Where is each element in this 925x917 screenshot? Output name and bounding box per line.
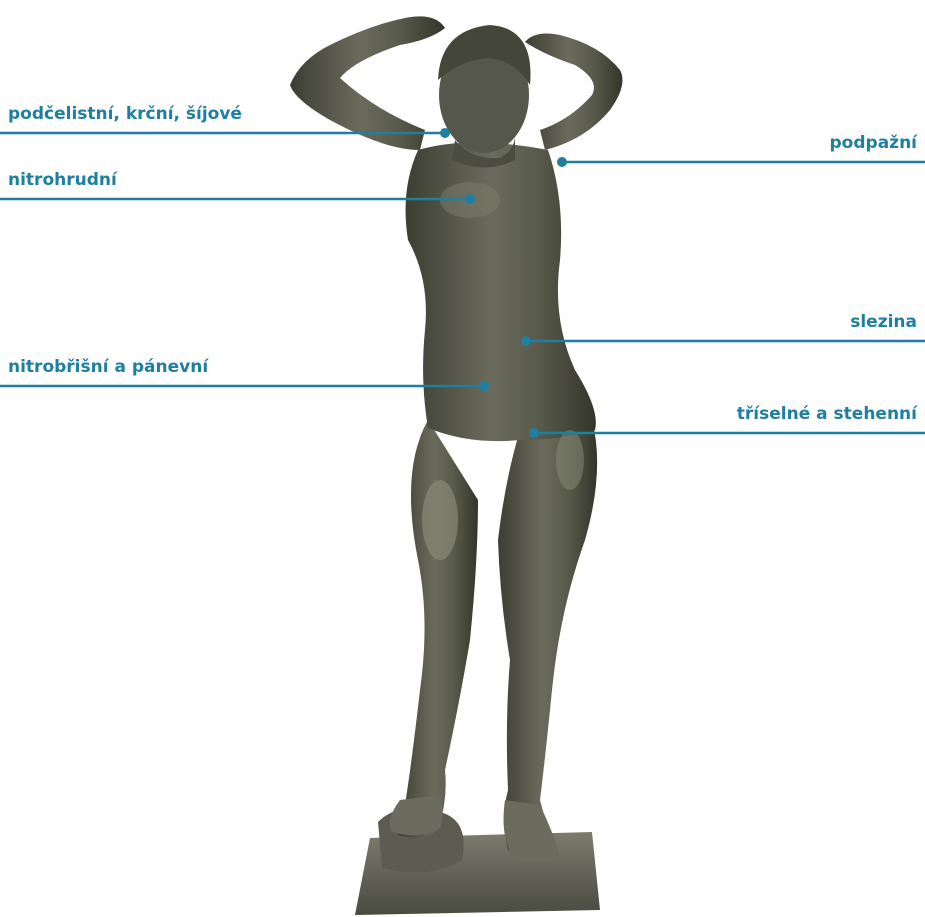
dot-thoracic (465, 194, 475, 204)
label-thoracic: nitrohrudní (8, 170, 117, 190)
statue-torso (406, 143, 596, 442)
dot-spleen (521, 336, 531, 346)
statue-arm-left (290, 16, 445, 150)
statue-arm-right (525, 34, 622, 150)
label-spleen: slezina (850, 312, 917, 332)
dot-inguinal (529, 428, 539, 438)
dot-abdominal (479, 381, 489, 391)
label-abdominal: nitrobřišní a pánevní (8, 357, 208, 377)
label-inguinal: tříselné a stehenní (737, 404, 917, 424)
statue-highlight-thigh (422, 480, 458, 560)
dot-neck (440, 128, 450, 138)
statue-leg-right (498, 420, 597, 857)
label-neck: podčelistní, krční, šíjové (8, 104, 242, 124)
statue-foot-right (504, 800, 560, 860)
statue-foot-left (390, 795, 443, 835)
dot-axillary (557, 157, 567, 167)
label-axillary: podpažní (830, 133, 917, 153)
statue-highlight-thigh-right (556, 430, 584, 490)
